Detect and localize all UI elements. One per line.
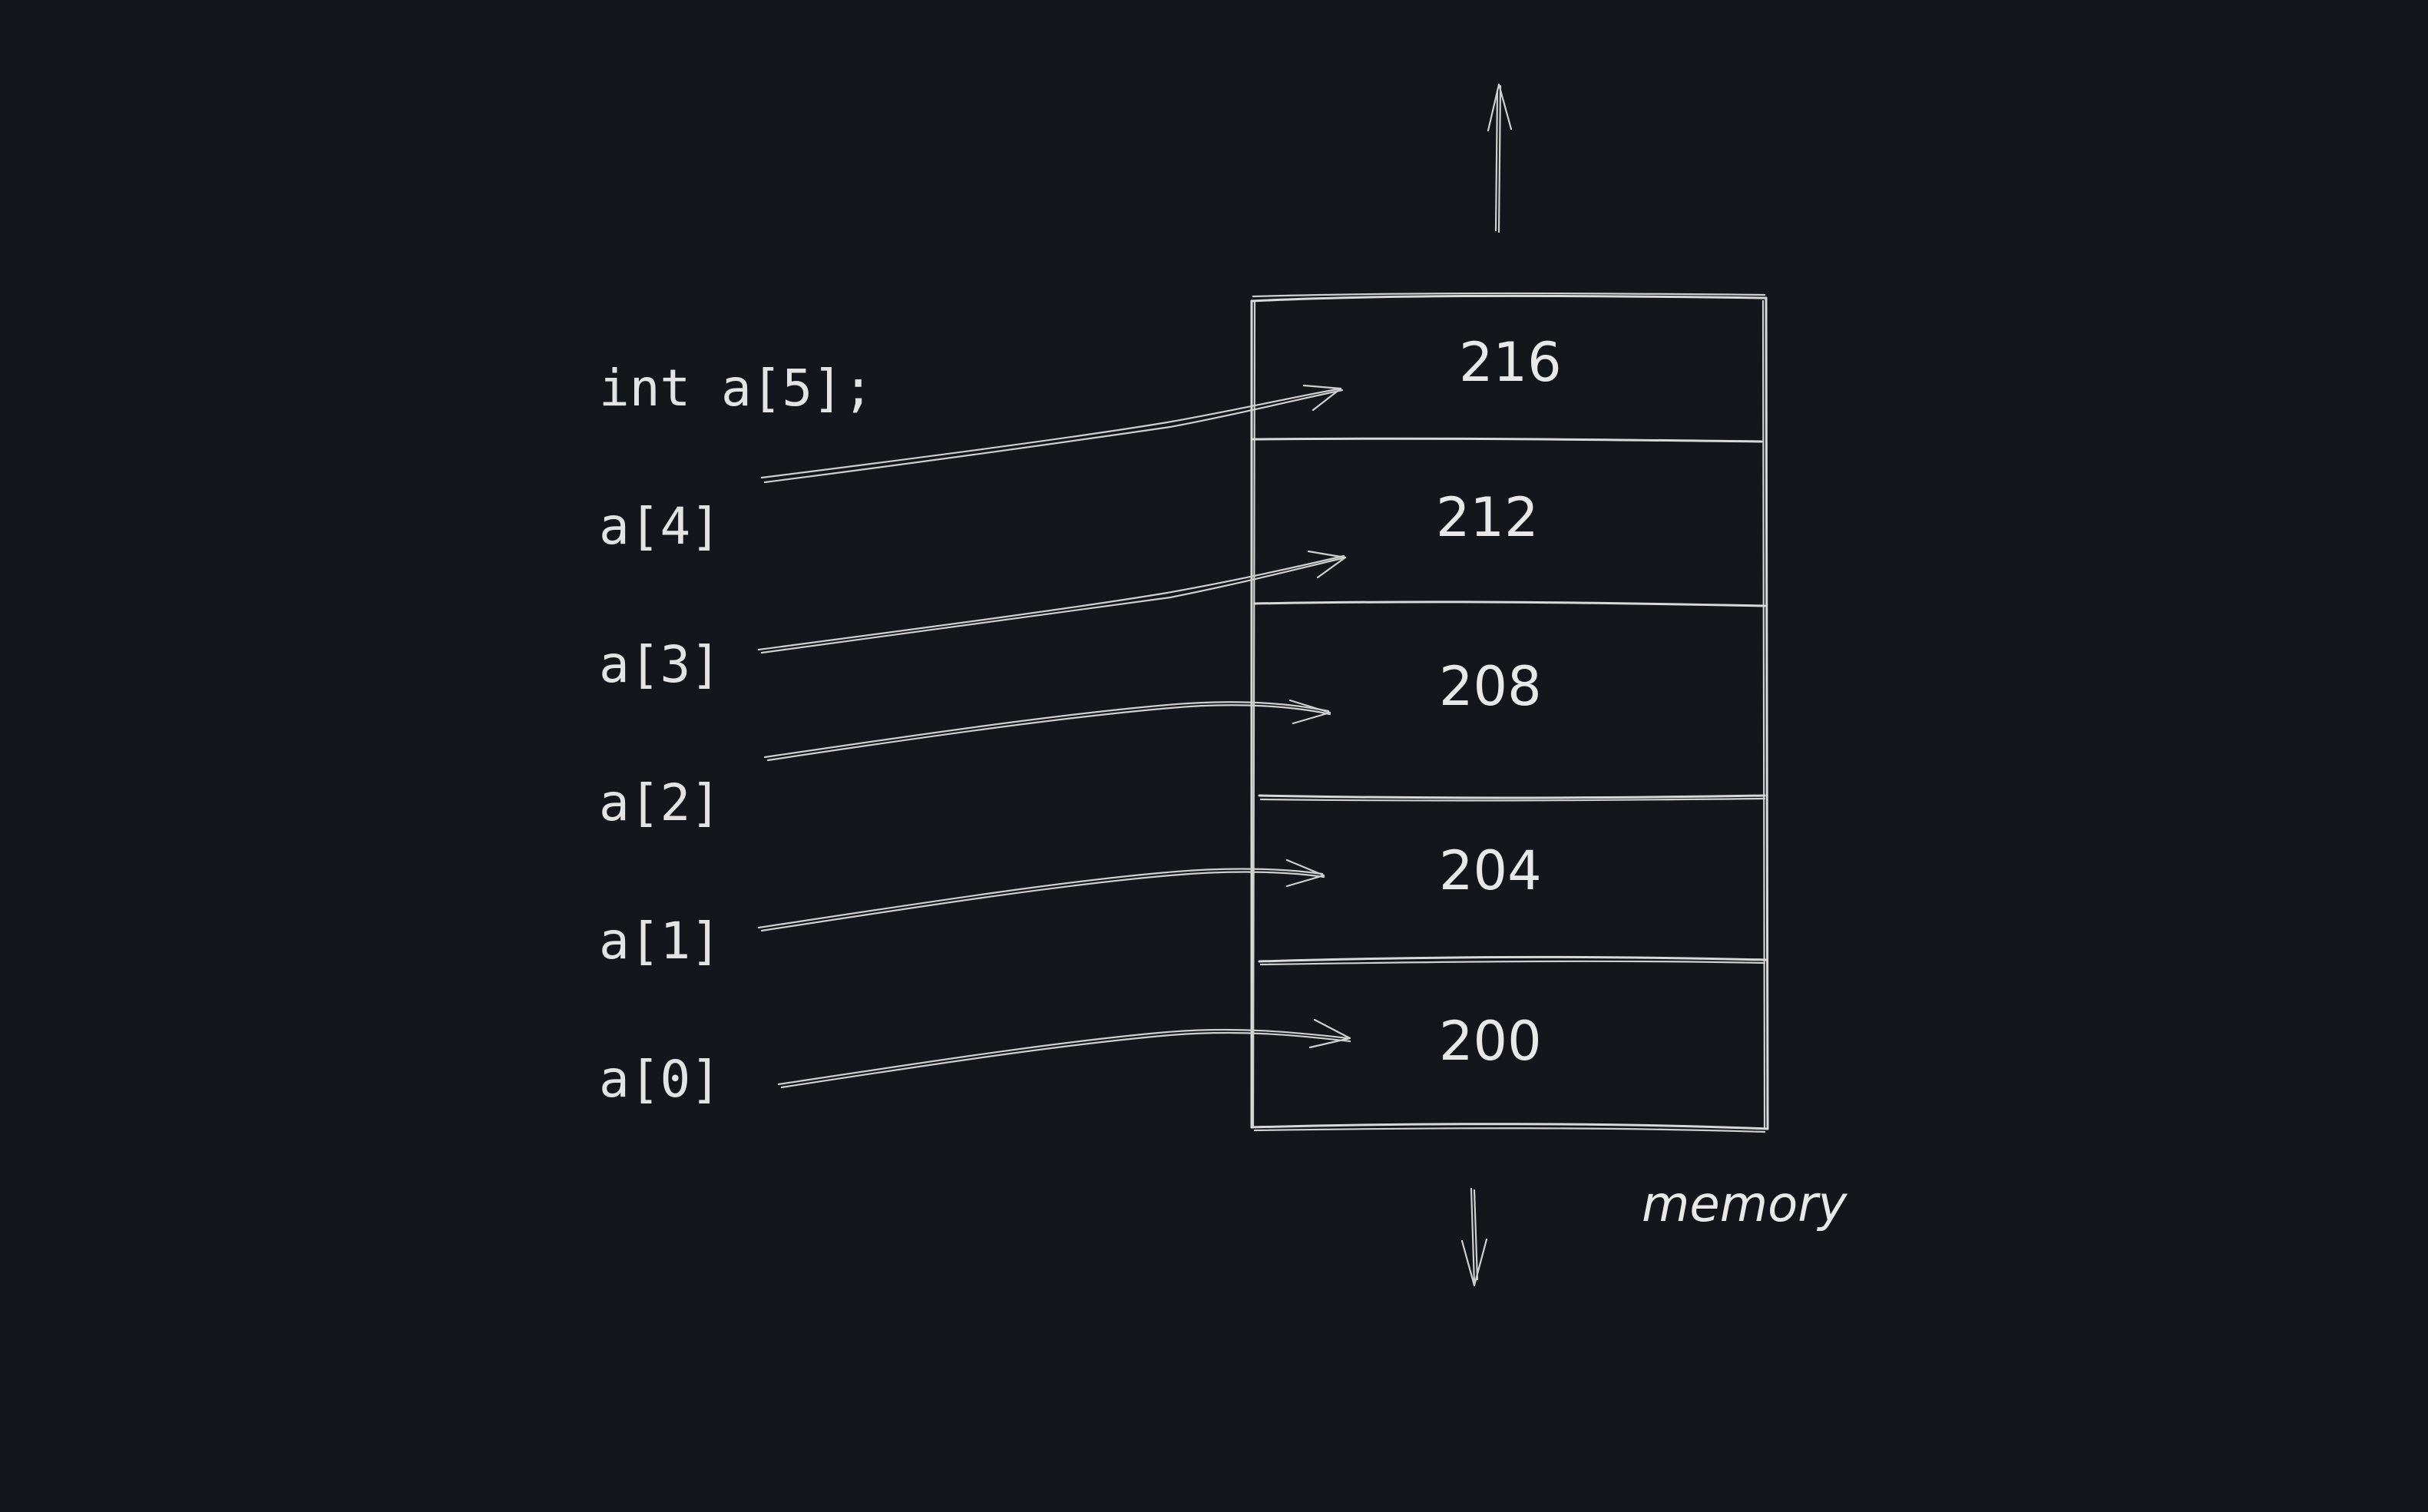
down-arrow	[1460, 1187, 1488, 1287]
pointer-arrow-a1	[757, 859, 1325, 932]
address-216: 216	[1459, 331, 1562, 394]
element-label-a0: a[0]	[599, 1050, 721, 1109]
element-label-a3: a[3]	[599, 635, 721, 694]
address-208: 208	[1439, 655, 1542, 718]
address-200: 200	[1439, 1010, 1542, 1073]
element-label-a1: a[1]	[599, 912, 721, 971]
element-label-a2: a[2]	[599, 773, 721, 832]
memory-cell-dividers	[1252, 437, 1768, 966]
pointer-arrow-a4	[760, 384, 1344, 484]
address-212: 212	[1436, 486, 1539, 549]
element-label-a4: a[4]	[599, 497, 721, 556]
pointer-arrow-a0	[777, 1018, 1351, 1089]
pointer-arrow-a2	[763, 699, 1331, 762]
pointer-arrow-a3	[757, 550, 1347, 654]
memory-label: memory	[1642, 1176, 1848, 1233]
array-declaration: int a[5];	[599, 359, 874, 418]
up-arrow	[1487, 83, 1513, 233]
address-204: 204	[1439, 839, 1542, 902]
